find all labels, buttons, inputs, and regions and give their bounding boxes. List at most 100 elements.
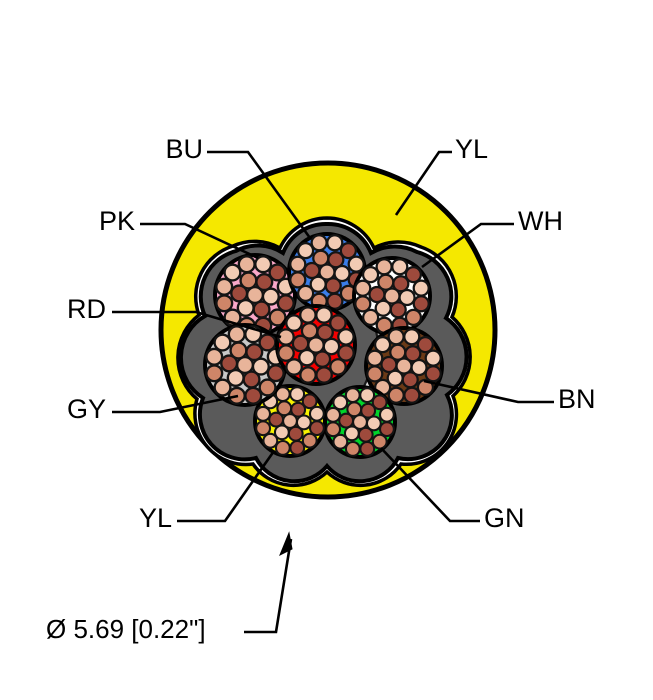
leader-line-gy [112, 394, 239, 414]
copper-strand [237, 255, 256, 274]
copper-strand [360, 402, 377, 419]
leader-line-bn [423, 379, 554, 404]
copper-strand [296, 242, 315, 260]
copper-strand [404, 345, 422, 363]
copper-strand [274, 439, 291, 456]
copper-strand [297, 284, 315, 303]
copper-strand [316, 323, 334, 342]
label-bn: BN [558, 384, 596, 414]
copper-strand [403, 328, 421, 346]
copper-strand [398, 288, 416, 307]
copper-strand [215, 277, 234, 296]
label-pk: PK [99, 206, 135, 236]
copper-strand [213, 333, 232, 352]
copper-strand [337, 344, 355, 362]
copper-strand [338, 412, 355, 429]
copper-strand [387, 386, 405, 404]
copper-strand [245, 343, 264, 362]
copper-strand [252, 300, 271, 319]
copper-strand [374, 299, 392, 317]
copper-strand [375, 258, 393, 276]
leader-line-pk [140, 222, 259, 260]
copper-strand [300, 322, 319, 340]
conductor-yl [253, 384, 327, 458]
copper-strand [313, 350, 332, 368]
leader-line-yl1 [394, 150, 452, 216]
dimension-leader-line [244, 538, 293, 634]
copper-strand [346, 401, 363, 418]
copper-strand [298, 348, 316, 367]
copper-strand [416, 378, 435, 396]
copper-strand [339, 241, 357, 260]
copper-strand [371, 394, 388, 411]
copper-strand [255, 405, 272, 422]
copper-strand [392, 275, 410, 293]
copper-strand [378, 406, 395, 423]
copper-strand [403, 386, 421, 404]
copper-strand [251, 357, 270, 376]
conductor-bu [287, 232, 367, 312]
copper-strand [277, 344, 295, 362]
copper-strand [380, 355, 398, 374]
label-gn: GN [484, 503, 525, 533]
copper-strand [268, 411, 285, 428]
copper-strand [229, 341, 248, 360]
copper-strand [261, 287, 280, 306]
copper-strand [315, 306, 333, 324]
copper-strand [299, 306, 317, 324]
leader-line-rd [112, 310, 282, 339]
copper-strand [343, 425, 360, 442]
copper-strand [333, 264, 351, 283]
copper-strand [377, 273, 395, 291]
copper-strand [276, 400, 293, 417]
copper-strand [391, 258, 409, 276]
label-yl1: YL [455, 134, 488, 164]
copper-strand [268, 308, 287, 327]
copper-strand [205, 364, 224, 383]
copper-strand [344, 387, 361, 404]
copper-strand [301, 432, 318, 449]
strand-bundle-bu [289, 234, 365, 310]
copper-strand [412, 295, 430, 313]
dimension-callout: Ø 5.69 [0.22"] [46, 531, 293, 644]
copper-strand [312, 249, 330, 267]
copper-strand [361, 266, 380, 284]
copper-strand [404, 308, 423, 326]
copper-strand [226, 368, 245, 387]
copper-strand [410, 358, 428, 377]
copper-strand [220, 354, 239, 373]
strand-bundle-rd [277, 306, 355, 384]
copper-strand [371, 433, 388, 450]
label-rd: RD [67, 294, 106, 324]
copper-strand [315, 366, 333, 384]
copper-strand [366, 365, 384, 383]
copper-strand [276, 294, 295, 313]
copper-strand [291, 334, 310, 353]
copper-strand [325, 421, 342, 438]
copper-strand [262, 432, 279, 449]
copper-strand [373, 336, 392, 354]
copper-strand [255, 420, 272, 437]
copper-strand [289, 439, 306, 456]
copper-strand [303, 261, 321, 280]
copper-strand [268, 263, 287, 282]
copper-strand [359, 387, 376, 404]
leader-line-gn [380, 447, 480, 523]
label-gy: GY [67, 394, 106, 424]
copper-strand [337, 328, 355, 346]
copper-strand [386, 369, 404, 387]
copper-strand [287, 425, 304, 442]
conductor-gy [203, 323, 287, 407]
copper-strand [236, 298, 255, 317]
copper-strand [289, 255, 307, 273]
copper-strand [290, 401, 307, 418]
copper-strand [354, 279, 372, 297]
copper-strand [329, 314, 347, 332]
copper-strand [389, 343, 407, 361]
copper-strand [299, 366, 317, 384]
dimension-arrowhead [279, 531, 293, 557]
conductor-gn [323, 385, 397, 459]
copper-strand [242, 370, 261, 389]
